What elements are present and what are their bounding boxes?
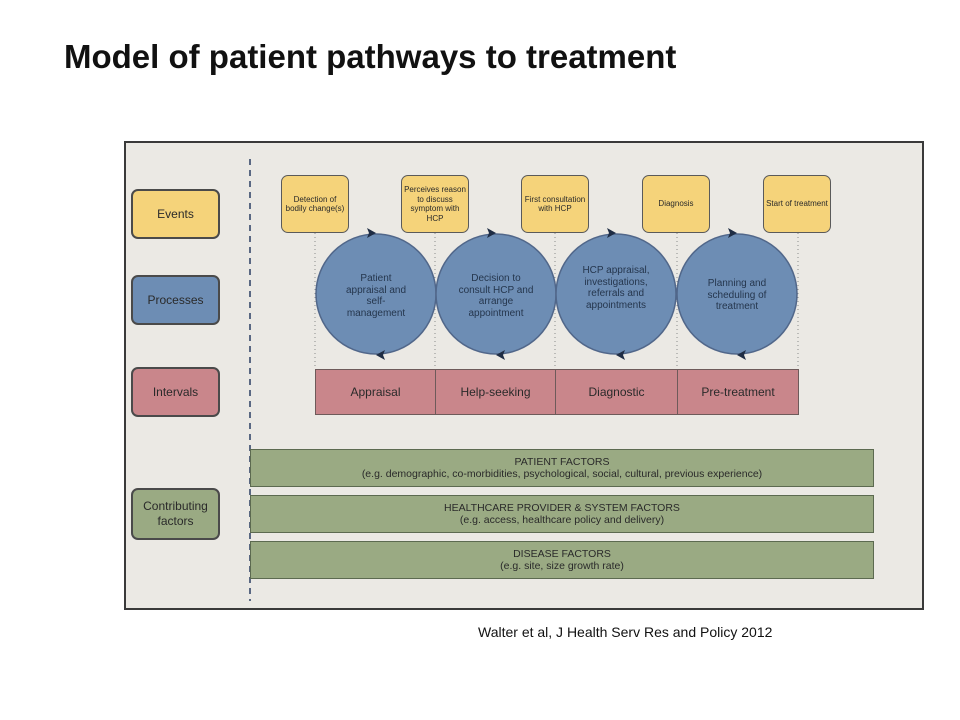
process-patient-appraisal: Patient appraisal and self-management (345, 273, 407, 319)
process-circles (315, 233, 798, 355)
factor-patient-title: PATIENT FACTORS (514, 456, 610, 468)
factor-healthcare-provider: HEALTHCARE PROVIDER & SYSTEM FACTORS (e.… (250, 495, 874, 533)
process-hcp-appraisal: HCP appraisal, investigations, referrals… (582, 265, 650, 311)
factor-disease: DISEASE FACTORS (e.g. site, size growth … (250, 541, 874, 579)
factor-patient-detail: (e.g. demographic, co-morbidities, psych… (361, 468, 763, 480)
interval-diagnostic: Diagnostic (555, 369, 678, 415)
cycle-arrows (367, 228, 746, 360)
pathway-diagram: Events Processes Intervals Contributing … (124, 141, 924, 610)
diagram-connectors (249, 159, 799, 601)
event-perceives-reason: Perceives reason to discuss symptom with… (401, 175, 469, 233)
event-first-consultation: First consultation with HCP (521, 175, 589, 233)
interval-appraisal: Appraisal (315, 369, 436, 415)
row-label-events: Events (131, 189, 220, 239)
process-decision-to-consult: Decision to consult HCP and arrange appo… (458, 273, 534, 319)
factor-healthcare-provider-title: HEALTHCARE PROVIDER & SYSTEM FACTORS (444, 502, 680, 514)
factor-patient: PATIENT FACTORS (e.g. demographic, co-mo… (250, 449, 874, 487)
row-label-intervals: Intervals (131, 367, 220, 417)
event-start-treatment: Start of treatment (763, 175, 831, 233)
row-label-processes: Processes (131, 275, 220, 325)
interval-pre-treatment: Pre-treatment (677, 369, 799, 415)
slide-title: Model of patient pathways to treatment (64, 38, 677, 75)
factor-disease-title: DISEASE FACTORS (513, 548, 611, 560)
event-detection: Detection of bodily change(s) (281, 175, 349, 233)
process-circle-3 (555, 233, 677, 355)
row-label-contributing-factors: Contributing factors (131, 488, 220, 540)
event-diagnosis: Diagnosis (642, 175, 710, 233)
citation: Walter et al, J Health Serv Res and Poli… (478, 624, 773, 640)
interval-help-seeking: Help-seeking (435, 369, 556, 415)
process-planning: Planning and scheduling of treatment (707, 278, 767, 312)
factor-disease-detail: (e.g. site, size growth rate) (500, 560, 624, 572)
factor-healthcare-provider-detail: (e.g. access, healthcare policy and deli… (459, 514, 665, 526)
process-circle-4 (676, 233, 798, 355)
